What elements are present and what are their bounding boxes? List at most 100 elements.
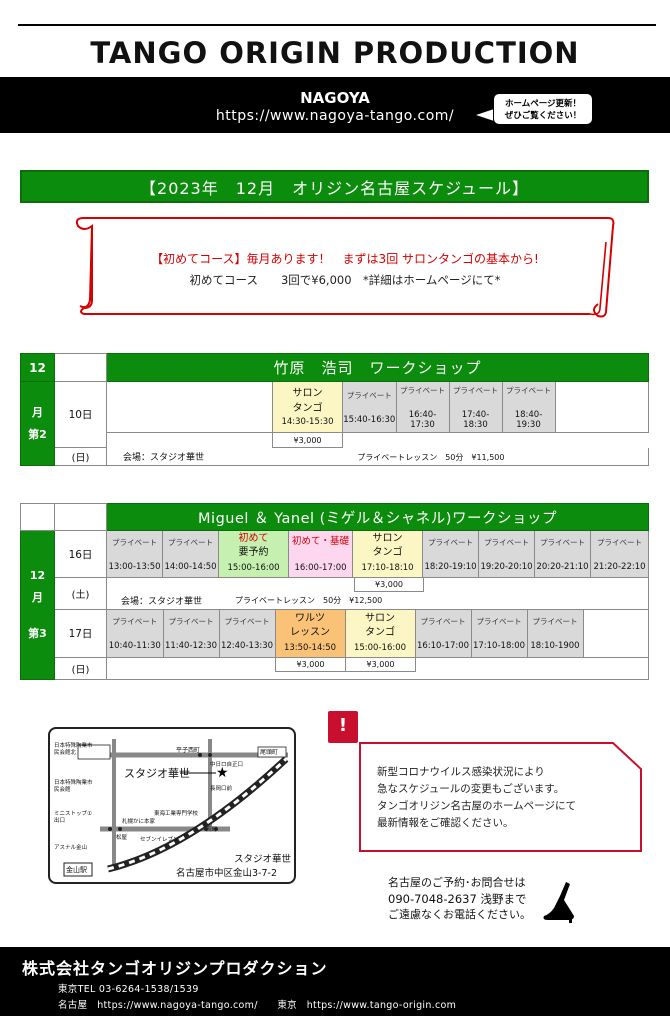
ws1-salon-price: ¥3,000 [272,432,343,448]
slot-label2: 要予約 [238,547,269,558]
private-label: プライベート [400,385,445,395]
ws2-month-number: 12 [29,569,46,582]
slot-label: プライベート [428,537,473,547]
private-time: 16:40-17:30 [408,409,437,430]
ws1-private-slot[interactable]: プライベート 18:40-19:30 [501,382,556,432]
ws2-day2-slot[interactable]: プライベート 10:40-11:30 [107,610,164,657]
ws1-price-spacer [107,433,273,448]
ws1-empty-slot [106,381,273,433]
map-label-otocho: 尾頭町 [260,749,279,756]
slot-label: プライベート [484,537,529,547]
ws2-day1-slot[interactable]: プライベート 20:20-21:10 [534,530,591,578]
ws1-date: 10日 [54,381,107,448]
ws1-venue: 会場：スタジオ華世 [123,453,205,463]
ws2-day2-weekday: (日) [54,657,107,680]
ws2-day2-salon-slot[interactable]: サロン タンゴ 15:00-16:00 [344,610,416,657]
notice-text: 新型コロナウイルス感染状況により 急なスケジュールの変更もございます。 タンゴオ… [377,764,642,832]
ws2-day1-salon-slot[interactable]: サロン タンゴ 17:10-18:10 [352,530,423,578]
notice-frame [359,742,642,852]
slot-label: サロン [365,612,395,624]
ws2-corner [20,503,55,531]
ws1-salon-time: 14:30-15:30 [281,416,334,427]
ws1-month-number: 12 [20,353,55,382]
slot-time: 17:10-18:10 [361,563,414,573]
slot-label: プライベート [420,617,466,626]
map-label-tokai: 東海工業専門学校 [154,811,199,817]
slot-time: 13:00-13:50 [108,561,161,572]
ws1-private-slot[interactable]: プライベート 15:40-16:30 [343,382,397,432]
map-label-civic: 日本特殊陶業市民会館 [54,780,93,793]
schedule-title: 【2023年 12月 オリジン名古屋スケジュール】 [20,170,649,203]
ws2-week: 第3 [28,627,47,640]
ws2-day2-price-row: ¥3,000 ¥3,000 [106,657,649,680]
slot-label: 初めて・基礎 [291,536,349,547]
ws2-day1-slot[interactable]: プライベート 19:20-20:10 [478,530,535,578]
slot-time: 13:50-14:50 [283,642,337,653]
slot-time: 15:00-16:00 [353,642,407,653]
ws2-day1-date: 16日 [54,530,107,578]
ws1-private-slot[interactable]: プライベート 16:40-17:30 [395,382,450,432]
footer: 株式会社タンゴオリジンプロダクション 東京TEL 03-6264-1538/15… [0,947,670,1016]
notice-line: 最新情報をご確認ください。 [377,817,514,829]
ws2-private-note: プライベートレッスン 50分 ¥12,500 [235,596,383,605]
ws1-salon-line1: サロン [292,387,323,399]
ws1-privates-wrap: プライベート 15:40-16:30 プライベート 16:40-17:30 プラ… [342,381,649,433]
slot-label: プライベート [532,617,578,626]
ws2-day1-slot[interactable]: プライベート 13:00-13:50 [106,530,163,578]
ws2-day2-wrap: プライベート 10:40-11:30 プライベート 11:40-12:30 プラ… [106,609,649,658]
slot-label: プライベート [168,617,214,626]
map-label-nagaoka: 長岡口前 [210,786,233,792]
ws2-day1-weekday: (土) [54,577,107,610]
ws1-private-slot[interactable]: プライベート 17:40-18:30 [448,382,503,432]
private-label: プライベート [453,385,498,395]
slot-label: 初めて [238,533,269,544]
website-link[interactable]: https://www.nagoya-tango.com/ [215,108,455,124]
slot-time: 18:20-19:10 [424,561,477,572]
map-label-seven: セブンイレブン [140,837,179,843]
ws2-day2-slot[interactable]: プライベート 11:40-12:30 [162,610,220,657]
ws2-month-side: 12 月 第3 [20,530,55,680]
private-time: 17:40-18:30 [461,409,490,430]
slot-label: ワルツ [295,612,325,624]
ws2-day1-slot[interactable]: プライベート 18:20-19:10 [422,530,479,578]
slot-label2: レッスン [290,626,330,638]
slot-label: プライベート [112,537,157,547]
ws1-week: 第2 [28,427,47,441]
map-label-kanayama: 金山駅 [66,866,87,874]
ws2-day1-salon-price: ¥3,000 [354,578,424,592]
ws1-salon-slot[interactable]: サロン タンゴ 14:30-15:30 [272,381,343,433]
ws2-day1-beginner-slot[interactable]: 初めて 要予約 15:00-16:00 [218,530,289,578]
ws1-salon-line2: タンゴ [292,402,323,414]
ws2-day2-slot[interactable]: プライベート 18:10-1900 [526,610,584,657]
workshop2-table: Miguel ＆ Yanel (ミゲル＆シャネル)ワークショップ 12 月 第3… [20,503,649,680]
map-label-ministop: ミニストップ①出口 [54,811,92,824]
private-label: プライベート [506,385,551,395]
map-label-asunal: アスナル金山 [54,845,88,851]
ws2-day2-slot[interactable]: プライベート 16:10-17:00 [414,610,472,657]
ws2-day1-slot[interactable]: プライベート 14:00-14:50 [162,530,219,578]
access-map: ★ 日本特殊陶業市民会館北 平子西町 尾頭町 中日ロ自正口 スタジオ華世 長岡口… [48,727,296,884]
ws1-month-char: 月 [32,405,43,419]
slot-time: 16:10-17:00 [416,641,470,651]
slot-time: 12:40-13:30 [220,641,274,651]
ws2-day2-slots: プライベート 10:40-11:30 プライベート 11:40-12:30 プラ… [107,610,648,657]
private-time: 18:40-19:30 [514,409,543,430]
workshop1-table: 12 竹原 浩司 ワークショップ 月 第2 10日 サロン タンゴ 14:30-… [20,353,649,466]
ws2-day2-slot[interactable]: プライベート 12:40-13:30 [218,610,276,657]
map-address-name: スタジオ華世 [234,854,292,865]
ws2-day2-trailing-empty [582,610,648,657]
slot-time: 19:20-20:10 [480,561,533,572]
map-address: 名古屋市中区金山3-7-2 [176,868,277,879]
ws1-trailing-empty [554,382,648,432]
footer-company: 株式会社タンゴオリジンプロダクション [22,959,328,978]
ws2-day1-slot[interactable]: プライベート 21:20-22:10 [590,530,649,578]
ws2-day2-slot[interactable]: プライベート 17:10-18:00 [470,610,528,657]
ws2-day1-basic-slot[interactable]: 初めて・基礎 16:00-17:00 [288,530,353,578]
ws1-blank-header [54,353,107,382]
contact-phone[interactable]: 090-7048-2637 浅野まで [388,892,527,906]
slot-time: 11:40-12:30 [164,641,218,651]
footer-urls[interactable]: 名古屋 https://www.nagoya-tango.com/ 東京 htt… [58,1000,457,1011]
ws1-private-note: プライベートレッスン 50分 ¥11,500 [357,453,505,462]
slot-label: プライベート [224,617,270,626]
ws2-day2-waltz-slot[interactable]: ワルツ レッスン 13:50-14:50 [274,610,346,657]
